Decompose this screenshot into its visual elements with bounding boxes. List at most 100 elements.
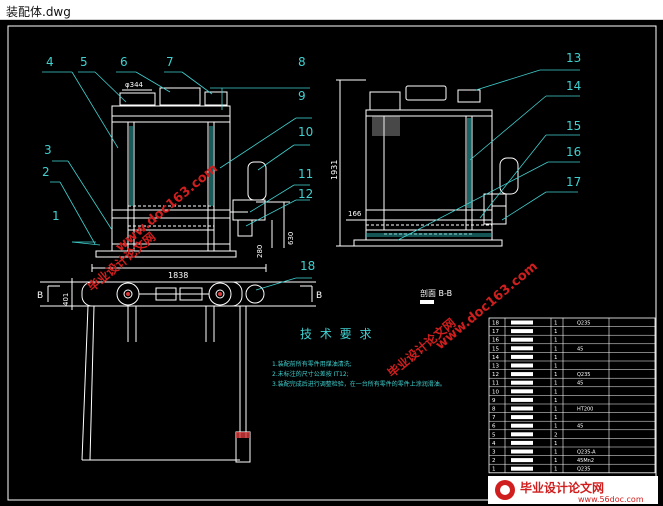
balloon-16: 16 (566, 145, 581, 159)
dim-166: 166 (348, 210, 362, 218)
bom-item-qty: 1 (554, 355, 558, 361)
bom-item-name (511, 423, 533, 428)
bom-item-spec: Q235 (577, 467, 590, 473)
bom-item-no: 12 (492, 372, 499, 378)
bom-item-spec: HT200 (577, 407, 593, 413)
side-view-fill (366, 116, 492, 237)
bom-item-name (511, 363, 533, 368)
bom-item-qty: 1 (554, 389, 558, 395)
dim-diameter: φ344 (125, 81, 144, 89)
bom-item-qty: 1 (554, 441, 558, 447)
bom-item-name (511, 389, 533, 394)
bom-item-no: 6 (492, 424, 496, 430)
cad-drawing-svg: φ344 1838 280 630 (7, 25, 658, 504)
section-label: 剖面 B-B (420, 288, 452, 298)
bom-item-no: 16 (492, 338, 499, 344)
drawing-border (7, 25, 657, 501)
balloon-6: 6 (120, 55, 128, 69)
tech-notes: 1.装配前所有零件用煤油清洗; 2.未标注的尺寸公差按 IT12; 3.装配完成… (272, 360, 446, 388)
balloon-13: 13 (566, 51, 581, 65)
bom-item-name (511, 329, 533, 334)
bom-item-name (511, 415, 533, 420)
dim-1931: 1931 (330, 160, 339, 180)
bom-item-spec: Q235-A (577, 450, 596, 456)
front-view-teal-fill (129, 126, 214, 206)
bom-item-qty: 1 (554, 458, 558, 464)
bom-item-no: 13 (492, 364, 499, 370)
bom-item-no: 3 (492, 450, 496, 456)
bom-item-name (511, 449, 533, 454)
balloon-1: 1 (52, 209, 60, 223)
bom-item-name (511, 432, 533, 437)
dim-280: 280 (256, 245, 264, 258)
bom-item-qty: 1 (554, 415, 558, 421)
bom-item-no: 1 (492, 467, 496, 473)
bom-item-no: 18 (492, 321, 499, 327)
dim-401: 401 (62, 293, 70, 306)
bom-item-no: 8 (492, 407, 496, 413)
balloon-11: 11 (298, 167, 313, 181)
balloon-10: 10 (298, 125, 313, 139)
dim-630: 630 (287, 232, 295, 245)
bom-item-qty: 1 (554, 372, 558, 378)
bom-item-name (511, 354, 533, 359)
balloon-numbers: 1 2 3 4 5 6 7 8 9 10 11 12 13 14 15 16 1… (42, 51, 581, 273)
bom-item-spec: 45 (577, 346, 583, 352)
bom-item-no: 9 (492, 398, 496, 404)
balloon-4: 4 (46, 55, 54, 69)
bom-item-name (511, 406, 533, 411)
balloon-12: 12 (298, 187, 313, 201)
bom-item-name (511, 458, 533, 463)
leader-lines (42, 69, 580, 291)
tech-requirements-title: 技 术 要 求 (300, 327, 373, 341)
bom-item-qty: 1 (554, 329, 558, 335)
bom-item-no: 17 (492, 329, 499, 335)
tech-note-2: 2.未标注的尺寸公差按 IT12; (272, 370, 349, 378)
balloon-14: 14 (566, 79, 581, 93)
footer-url: www.56doc.com (578, 495, 644, 504)
balloon-3: 3 (44, 143, 52, 157)
bom-item-name (511, 380, 533, 385)
bom-item-no: 11 (492, 381, 499, 387)
balloon-5: 5 (80, 55, 88, 69)
section-mark-left: B (37, 291, 43, 301)
bom-item-no: 10 (492, 389, 499, 395)
footer-logo: 毕业设计论文网 www.56doc.com (488, 476, 658, 504)
bom-item-no: 2 (492, 458, 496, 464)
side-view-dashes (366, 224, 492, 235)
balloon-17: 17 (566, 175, 581, 189)
bom-item-name (511, 346, 533, 351)
bom-item-no: 4 (492, 441, 496, 447)
bom-item-name (511, 440, 533, 445)
bom-item-name (511, 466, 533, 471)
bom-item-qty: 1 (554, 407, 558, 413)
bom-item-name (511, 372, 533, 377)
balloon-8: 8 (298, 55, 306, 69)
bom-item-qty: 1 (554, 467, 558, 473)
bom-item-qty: 1 (554, 338, 558, 344)
plan-view-red (126, 292, 250, 438)
tech-note-3: 3.装配完成后进行调整检验，在一台所有零件的零件上涂润滑油。 (272, 380, 446, 388)
plan-view (40, 278, 316, 463)
balloon-15: 15 (566, 119, 581, 133)
bom-item-no: 15 (492, 346, 499, 352)
cad-drawing-canvas[interactable]: φ344 1838 280 630 (0, 20, 663, 506)
bom-item-qty: 1 (554, 398, 558, 404)
bom-item-qty: 1 (554, 364, 558, 370)
balloon-9: 9 (298, 89, 306, 103)
bom-item-spec: 45 (577, 424, 583, 430)
bom-item-spec: 45Mn2 (577, 458, 594, 464)
bom-item-name (511, 397, 533, 402)
bom-item-qty: 1 (554, 450, 558, 456)
bom-item-no: 5 (492, 432, 496, 438)
bom-item-spec: Q235 (577, 321, 590, 327)
dim-width-front: 1838 (168, 271, 188, 280)
bom-item-qty: 1 (554, 424, 558, 430)
balloon-2: 2 (42, 165, 50, 179)
section-mark-right: B (316, 291, 322, 301)
footer-brand: 毕业设计论文网 (520, 480, 604, 495)
side-view (336, 79, 519, 247)
bom-item-no: 14 (492, 355, 499, 361)
bom-item-qty: 2 (554, 432, 558, 438)
